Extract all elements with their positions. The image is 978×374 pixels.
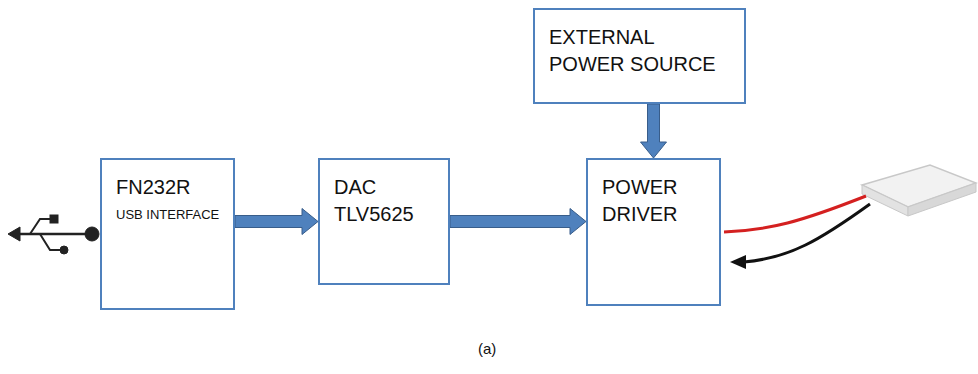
process-box: POWER DRIVER [586,158,721,306]
red-wire [724,196,866,232]
block-arrow [641,104,667,158]
box-sublabel: USB INTERFACE [116,205,223,225]
process-box: EXTERNAL POWER SOURCE [533,8,746,104]
usb-symbol [8,215,99,254]
peltier-module [862,165,976,216]
caption: (a) [478,340,496,357]
box-label: DAC TLV5625 [334,174,438,228]
box-label: FN232R [116,174,223,201]
black-wire [744,204,870,262]
wire-arrowhead [730,255,746,269]
block-arrow [235,209,318,235]
process-box: FN232R USB INTERFACE [100,158,235,310]
process-box: DAC TLV5625 [318,158,450,285]
box-label: POWER DRIVER [602,174,709,228]
box-label: EXTERNAL POWER SOURCE [549,24,734,78]
block-arrow [450,209,586,235]
